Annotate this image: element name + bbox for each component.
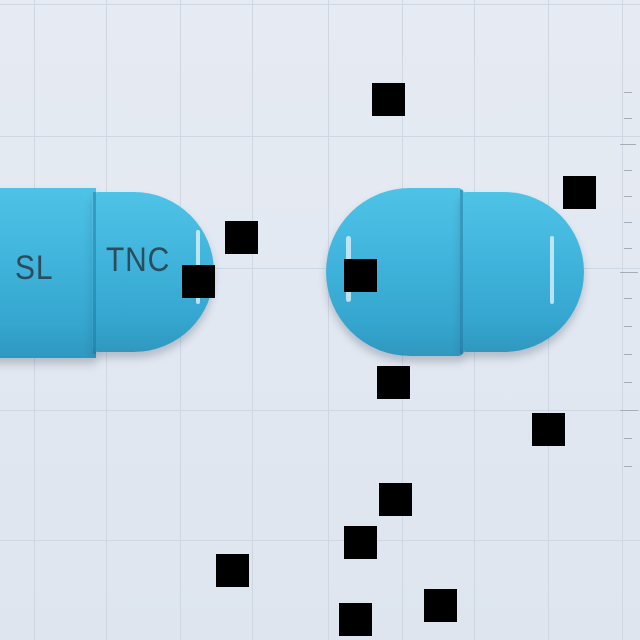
redaction-square (216, 554, 249, 587)
redaction-square (377, 366, 410, 399)
ruler-tick (624, 438, 632, 439)
ruler-tick (624, 354, 632, 355)
ruler-tick (624, 326, 632, 327)
redaction-square (344, 259, 377, 292)
grid-line (0, 540, 640, 541)
ruler-tick (620, 144, 636, 145)
grid-line (0, 136, 640, 137)
ruler-tick (624, 222, 632, 223)
ruler-tick (620, 272, 638, 273)
redaction-square (344, 526, 377, 559)
grid-line (0, 410, 640, 411)
ruler-tick (624, 92, 632, 93)
ruler-tick (620, 410, 638, 411)
grid-line (0, 4, 640, 5)
capsule-seam (460, 190, 463, 354)
ruler-tick (624, 118, 632, 119)
capsule-seam (93, 192, 96, 354)
ruler-tick (624, 382, 632, 383)
left-capsule-cap (0, 188, 96, 358)
redaction-square (372, 83, 405, 116)
redaction-square (182, 265, 215, 298)
redaction-square (532, 413, 565, 446)
left-capsule-cap-imprint: SL (15, 249, 54, 287)
ruler-tick (624, 248, 632, 249)
grid-line (0, 268, 640, 269)
grid-line (328, 0, 329, 640)
ruler-tick (624, 466, 632, 467)
ruler-tick (624, 170, 632, 171)
right-capsule-body (460, 192, 584, 352)
redaction-square (424, 589, 457, 622)
redaction-square (339, 603, 372, 636)
redaction-square (225, 221, 258, 254)
left-capsule-body-imprint: TNC (106, 241, 171, 279)
redaction-square (379, 483, 412, 516)
grid-line (252, 0, 253, 640)
grid-line (622, 0, 623, 640)
ruler-tick (624, 298, 632, 299)
ruler-tick (624, 196, 632, 197)
capsule-highlight (550, 236, 554, 304)
redaction-square (563, 176, 596, 209)
